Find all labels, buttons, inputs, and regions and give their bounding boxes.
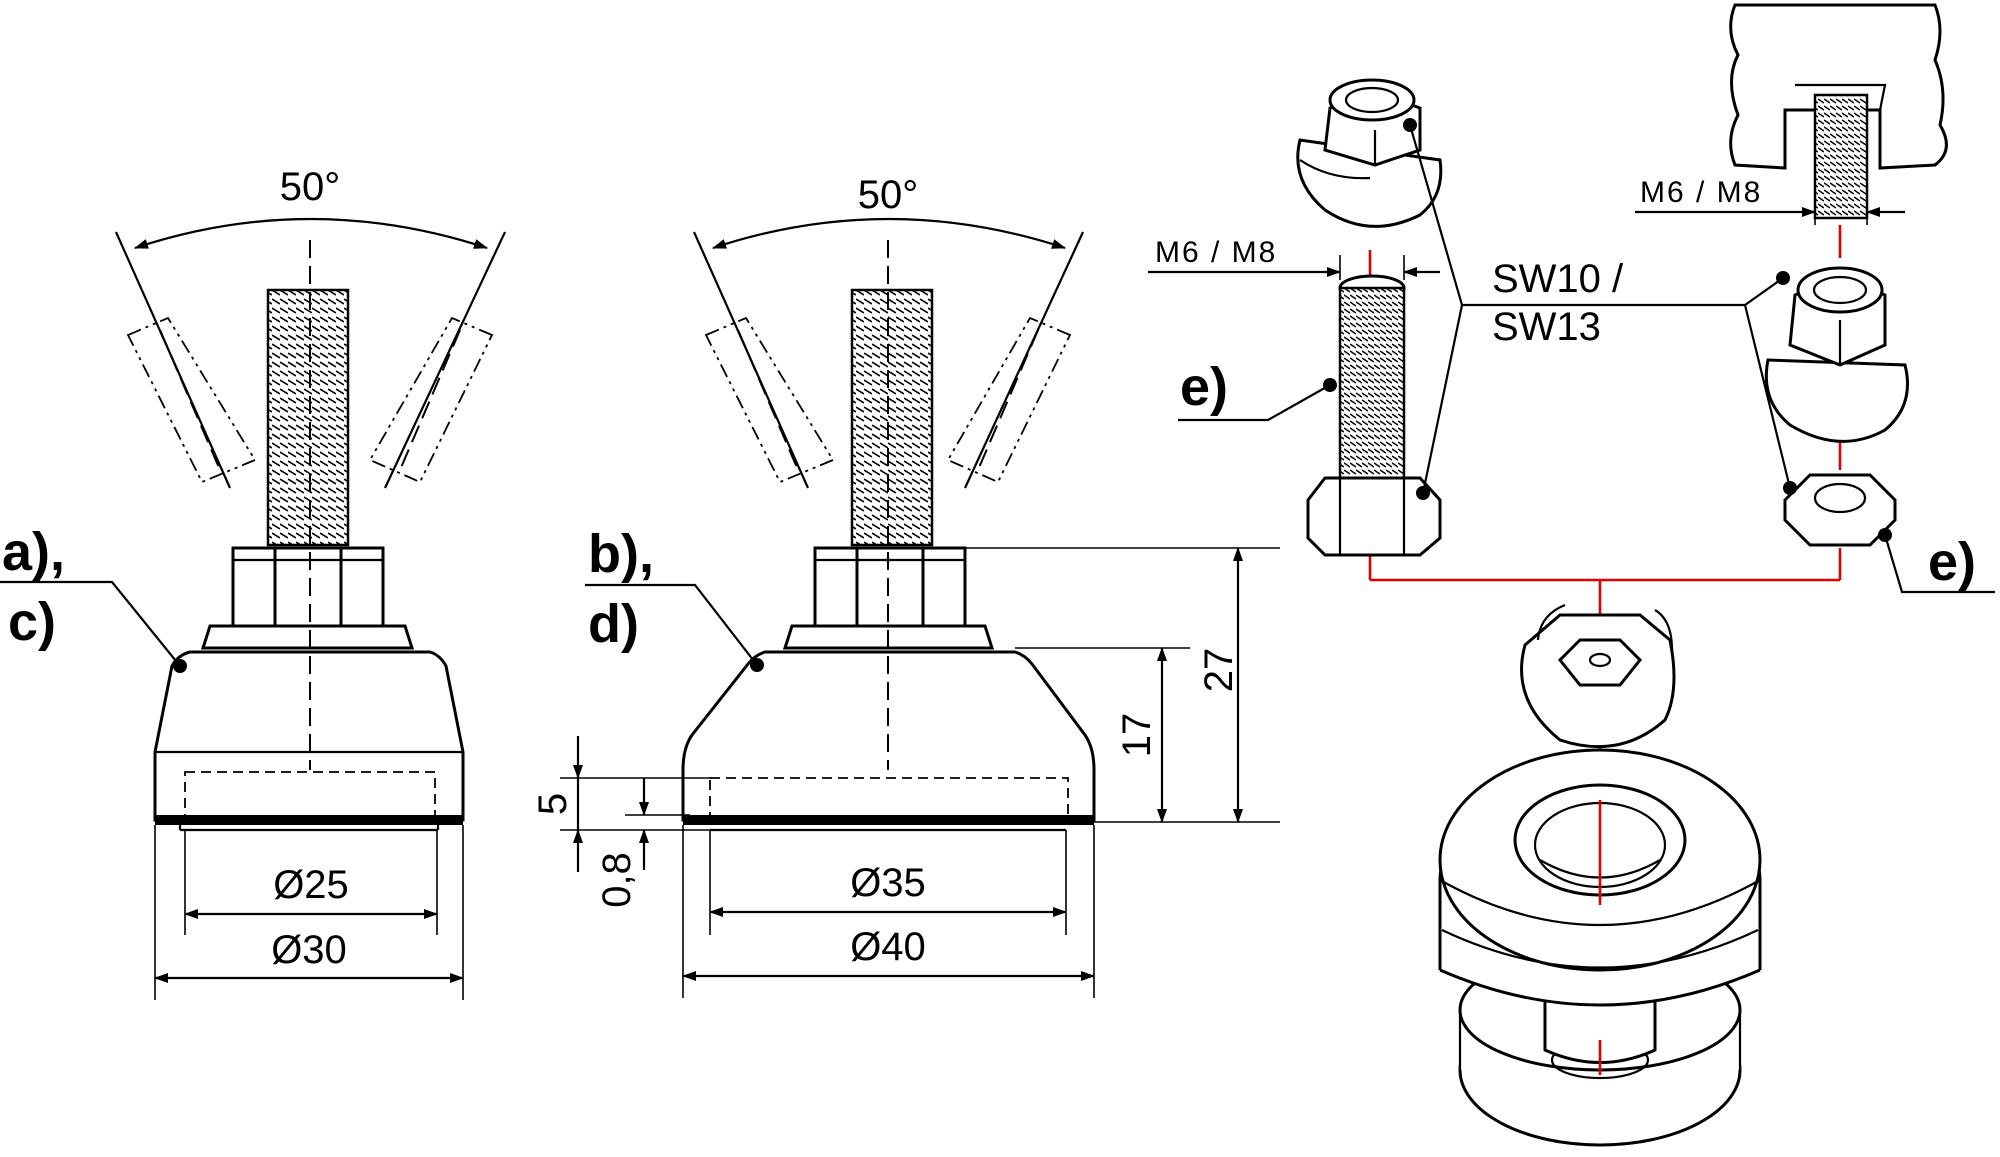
phantom-left-tilt bbox=[126, 316, 257, 484]
callout-a-label: a), bbox=[2, 522, 65, 582]
hex-nut-right bbox=[1783, 473, 1897, 547]
diameter-outer-middle: Ø40 bbox=[850, 925, 926, 969]
callout-e-right: e) bbox=[1928, 532, 1976, 592]
threaded-stud-middle bbox=[850, 288, 934, 547]
callout-e-left: e) bbox=[1180, 357, 1228, 417]
phantom-left-tilt-mid bbox=[704, 316, 835, 484]
wrench-size-line2: SW13 bbox=[1492, 305, 1601, 349]
diameter-outer-left: Ø30 bbox=[271, 928, 347, 972]
angle-label-left: 50° bbox=[280, 165, 341, 209]
felt-pad-middle bbox=[683, 815, 1094, 825]
dim-17: 17 bbox=[1115, 713, 1159, 758]
dim-5: 5 bbox=[531, 793, 575, 815]
view-left: 50° bbox=[0, 165, 506, 1000]
cap-nut-top-left bbox=[1296, 78, 1443, 228]
callout-c-label: c) bbox=[8, 592, 56, 652]
view-middle: 50° 27 17 bbox=[531, 173, 1280, 998]
phantom-right-tilt bbox=[368, 316, 494, 484]
spring-clip bbox=[1520, 603, 1676, 749]
phantom-right-tilt-mid bbox=[946, 316, 1072, 484]
callout-b-label: b), bbox=[588, 524, 654, 584]
thread-size-right: M6 / M8 bbox=[1640, 176, 1762, 209]
angle-label-middle: 50° bbox=[858, 173, 919, 217]
felt-pad-left bbox=[155, 815, 463, 825]
wrench-size-line1: SW10 / bbox=[1492, 257, 1624, 301]
mounting-bracket bbox=[1729, 3, 1948, 220]
callout-d-label: d) bbox=[588, 594, 639, 654]
thread-size-left: M6 / M8 bbox=[1155, 236, 1277, 269]
dim-0-8: 0,8 bbox=[595, 852, 639, 908]
diameter-inner-middle: Ø35 bbox=[850, 861, 926, 905]
bolt-left bbox=[1306, 274, 1442, 557]
cap-nut-right bbox=[1764, 266, 1909, 443]
hex-nut-middle bbox=[813, 546, 967, 628]
view-exploded: M6 / M8 SW10 / SW13 e) M6 / M8 bbox=[1148, 3, 1995, 1147]
diameter-inner-left: Ø25 bbox=[273, 863, 349, 907]
hex-nut-left bbox=[231, 546, 385, 628]
dim-27: 27 bbox=[1197, 648, 1241, 693]
threaded-stud-left bbox=[266, 288, 350, 547]
glider-base-exploded bbox=[1438, 748, 1762, 1147]
